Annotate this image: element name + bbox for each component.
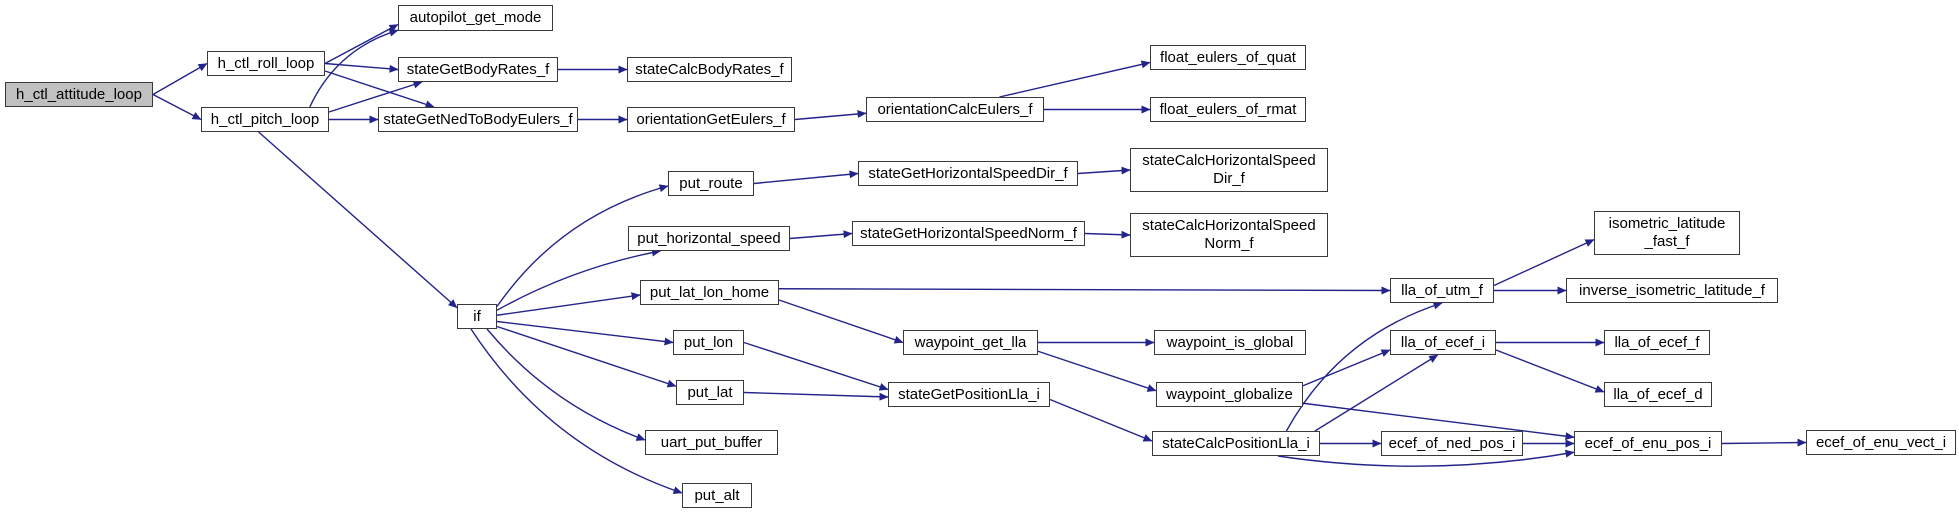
edge-putLatLonHome-llaUtm (778, 286, 1391, 295)
edge-llaEcefI-llaEcefD (1495, 349, 1605, 393)
node-putHSpeed[interactable]: put_horizontal_speed (628, 226, 790, 251)
node-putRoute[interactable]: put_route (668, 171, 754, 196)
edge-calcPosLla-llaUtm (1285, 301, 1443, 432)
edge-wpGetLla-wpGlobalize (1037, 350, 1157, 392)
edge-if-putRoute (496, 184, 669, 307)
node-ecefEnuPos[interactable]: ecef_of_enu_pos_i (1574, 431, 1722, 456)
node-wpIsGlobal[interactable]: waypoint_is_global (1154, 330, 1306, 355)
edge-wpGlobalize-llaEcefI (1302, 349, 1391, 387)
edge-pitch-getBodyRates (328, 80, 423, 113)
edge-orientGet-orientCalc (794, 110, 867, 121)
edge-putLat-getPosLla (743, 391, 889, 401)
node-autopilot[interactable]: autopilot_get_mode (398, 5, 553, 31)
node-rmat[interactable]: float_eulers_of_rmat (1150, 97, 1306, 122)
node-getHSNorm[interactable]: stateGetHorizontalSpeedNorm_f (852, 221, 1085, 246)
node-roll[interactable]: h_ctl_roll_loop (207, 51, 325, 76)
edge-if-uart (486, 328, 646, 441)
edge-putHSpeed-getHSNorm (789, 230, 853, 240)
edge-wpGlobalize-ecefEnuPos (1302, 402, 1575, 441)
node-getBodyRates[interactable]: stateGetBodyRates_f (398, 57, 558, 82)
node-wpGetLla[interactable]: waypoint_get_lla (903, 330, 1038, 355)
edge-pitch-if (258, 131, 458, 309)
node-calcHSDir[interactable]: stateCalcHorizontalSpeed Dir_f (1130, 148, 1328, 192)
edge-if-putLon (496, 320, 674, 346)
node-calcBodyRates[interactable]: stateCalcBodyRates_f (627, 57, 792, 82)
edge-ecefEnuPos-ecefEnuVect (1721, 438, 1807, 447)
node-isoLat[interactable]: isometric_latitude _fast_f (1594, 211, 1740, 255)
node-quat[interactable]: float_eulers_of_quat (1150, 45, 1306, 70)
node-putLat[interactable]: put_lat (676, 380, 744, 405)
edge-attitude-roll (152, 62, 208, 96)
node-llaEcefF[interactable]: lla_of_ecef_f (1604, 330, 1710, 355)
edge-calcPosLla-llaEcefI (1314, 354, 1439, 432)
node-ecefEnuVect[interactable]: ecef_of_enu_vect_i (1806, 430, 1956, 455)
edge-if-putLat (496, 325, 677, 388)
node-putLatLonHome[interactable]: put_lat_lon_home (640, 280, 779, 305)
edge-if-putAlt (470, 328, 683, 495)
edge-if-putLatLonHome (496, 292, 641, 316)
edge-roll-autopilot (324, 23, 399, 65)
node-invIsoLat[interactable]: inverse_isometric_latitude_f (1566, 278, 1778, 303)
edge-putRoute-getHSDir (753, 170, 859, 185)
node-putAlt[interactable]: put_alt (682, 483, 752, 508)
node-orientCalc[interactable]: orientationCalcEulers_f (866, 97, 1044, 122)
edge-calcPosLla-ecefEnuPos (1277, 449, 1575, 467)
node-getHSDir[interactable]: stateGetHorizontalSpeedDir_f (858, 161, 1078, 186)
edge-putLatLonHome-wpGetLla (778, 299, 904, 344)
node-llaEcefI[interactable]: lla_of_ecef_i (1390, 330, 1496, 355)
node-orientGet[interactable]: orientationGetEulers_f (627, 107, 795, 132)
edge-getPosLla-calcPosLla (1049, 398, 1153, 442)
node-pitch[interactable]: h_ctl_pitch_loop (201, 107, 329, 132)
node-if[interactable]: if (457, 304, 497, 329)
node-attitude: h_ctl_attitude_loop (5, 82, 153, 107)
node-llaUtm[interactable]: lla_of_utm_f (1390, 278, 1494, 303)
node-llaEcefD[interactable]: lla_of_ecef_d (1604, 382, 1712, 407)
edge-llaUtm-isoLat (1493, 238, 1595, 287)
node-ecefNed[interactable]: ecef_of_ned_pos_i (1381, 431, 1523, 456)
edge-if-putHSpeed (496, 248, 661, 311)
edge-roll-getBodyRates (324, 62, 399, 73)
node-calcPosLla[interactable]: stateCalcPositionLla_i (1152, 431, 1320, 456)
node-getNedEulers[interactable]: stateGetNedToBodyEulers_f (378, 107, 578, 132)
edge-getHSNorm-calcHSNorm (1084, 230, 1131, 239)
edge-getHSDir-calcHSDir (1077, 166, 1131, 175)
edge-attitude-pitch (152, 93, 202, 121)
edge-putLon-getPosLla (743, 341, 889, 391)
edge-orientCalc-quat (999, 60, 1151, 98)
node-calcHSNorm[interactable]: stateCalcHorizontalSpeed Norm_f (1130, 213, 1328, 257)
node-wpGlobalize[interactable]: waypoint_globalize (1156, 382, 1303, 407)
node-putLon[interactable]: put_lon (673, 330, 744, 355)
edge-pitch-autopilot (309, 28, 399, 108)
node-getPosLla[interactable]: stateGetPositionLla_i (888, 382, 1050, 407)
node-uart[interactable]: uart_put_buffer (645, 430, 778, 455)
edge-roll-getNedEulers (324, 70, 435, 109)
